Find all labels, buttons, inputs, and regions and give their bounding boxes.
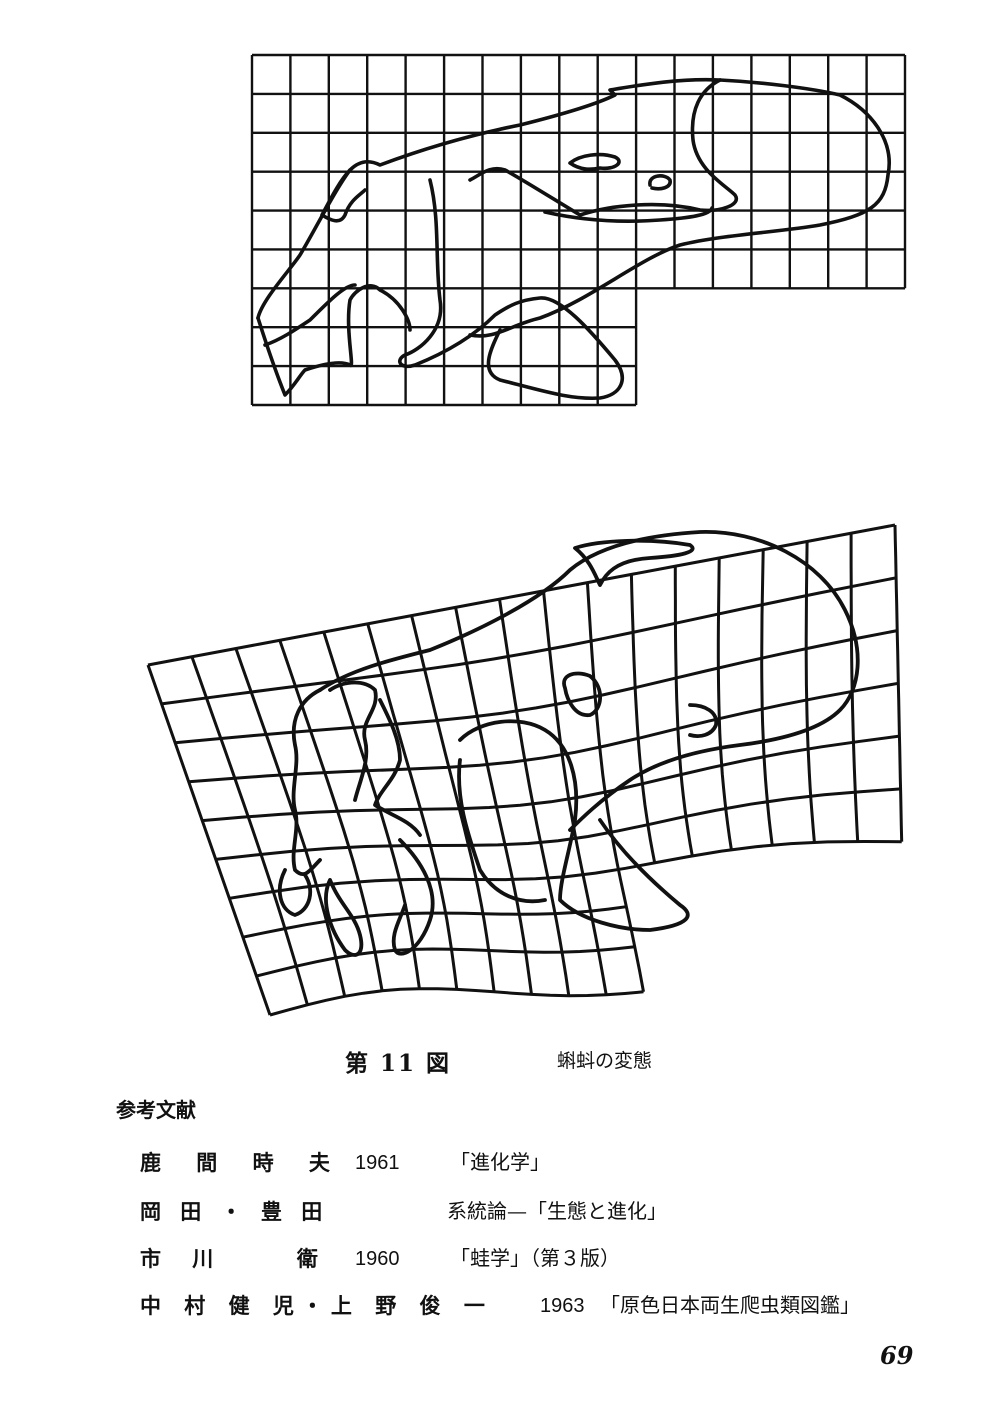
grid-line — [215, 787, 901, 861]
reference-year: 1961 — [355, 1152, 400, 1174]
grid-line — [498, 598, 571, 996]
reference-title: 系統論—「生態と進化」 — [447, 1199, 667, 1223]
grid-line — [174, 629, 898, 745]
grid-line — [716, 557, 733, 850]
rectangular-grid — [250, 53, 907, 407]
grid-line — [629, 574, 657, 864]
reference-author: 中 村 健 児・上 野 俊 一 — [140, 1293, 493, 1318]
figure-11-illustration — [146, 53, 907, 1017]
grid-line — [188, 681, 899, 784]
reference-author: 鹿 間 時 夫 — [140, 1150, 344, 1175]
figure-number: 第 11 図 — [345, 1050, 452, 1077]
grid-line — [585, 582, 645, 993]
grid-line — [673, 566, 694, 857]
tadpole-outline-top — [256, 77, 891, 401]
grid-line — [542, 590, 608, 996]
reference-title: 「原色日本両生爬虫類図鑑」 — [600, 1293, 860, 1317]
references-heading: 参考文献 — [116, 1098, 196, 1122]
figure-caption: 蝌蚪の変態 — [557, 1050, 653, 1072]
page-number: 69 — [880, 1341, 914, 1370]
reference-author: 市 川 衛 — [140, 1246, 330, 1271]
frog-outline-bottom — [277, 530, 860, 957]
reference-title: 「蛙学」（第３版） — [450, 1246, 620, 1270]
grid-line — [366, 623, 459, 990]
grid-line — [454, 607, 533, 995]
grid-line — [190, 656, 309, 1006]
grid-line — [147, 523, 896, 667]
reference-year: 1960 — [355, 1248, 400, 1270]
grid-line — [146, 664, 272, 1016]
reference-title: 「進化学」 — [450, 1150, 550, 1174]
grid-line — [229, 839, 902, 900]
grid-line — [242, 905, 627, 939]
reference-year: 1963 — [540, 1295, 585, 1317]
grid-line — [269, 987, 644, 1017]
grid-line — [161, 576, 897, 706]
distorted-grid — [146, 523, 904, 1017]
grid-line — [234, 648, 347, 997]
grid-line — [410, 615, 496, 992]
grid-line — [202, 734, 900, 823]
grid-line — [278, 639, 384, 992]
reference-author: 岡 田 ・ 豊 田 — [140, 1199, 329, 1224]
grid-line — [322, 631, 421, 989]
grid-line — [256, 945, 635, 978]
